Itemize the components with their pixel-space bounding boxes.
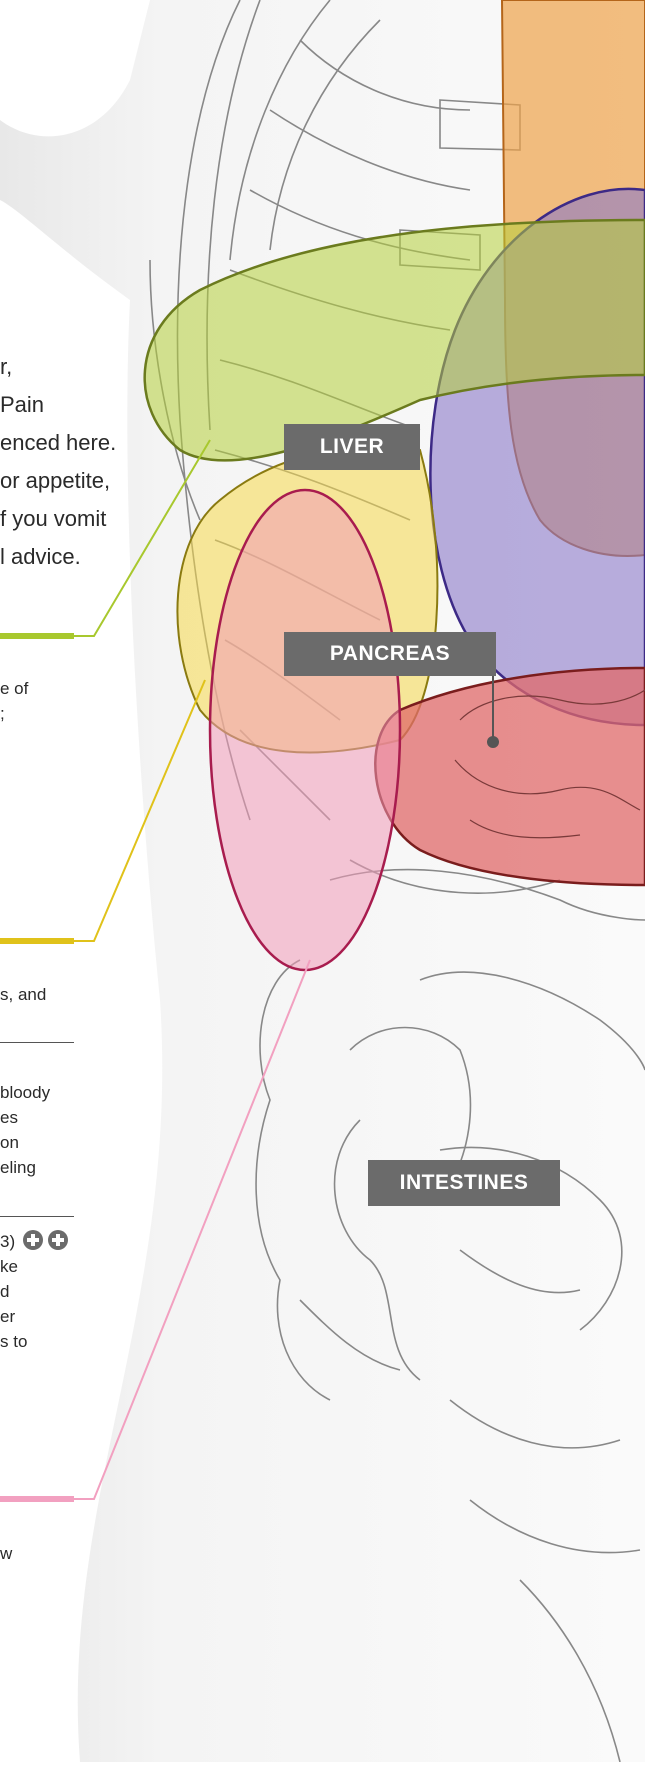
intestines-note-1-line-1: bloody bbox=[0, 1080, 50, 1105]
main-text-line-2: Pain bbox=[0, 386, 44, 424]
intestines-note-2-line-4: er bbox=[0, 1304, 15, 1329]
appendix-region bbox=[210, 490, 400, 970]
pancreas-pointer-dot bbox=[487, 736, 499, 748]
main-text-line-4: or appetite, bbox=[0, 462, 110, 500]
pancreas-label: PANCREAS bbox=[284, 632, 496, 676]
pancreas-note: s, and bbox=[0, 982, 46, 1007]
leader-bar-yellow bbox=[0, 938, 74, 944]
liver-label: LIVER bbox=[284, 424, 420, 470]
intestines-note-1-line-3: on bbox=[0, 1130, 19, 1155]
main-text-line-6: l advice. bbox=[0, 538, 81, 576]
intestines-note-1-line-4: eling bbox=[0, 1155, 36, 1180]
plus-circle-icon bbox=[47, 1229, 69, 1251]
intestines-note-1-line-2: es bbox=[0, 1105, 18, 1130]
liver-note-line-1: e of bbox=[0, 676, 28, 701]
divider-rule-2 bbox=[0, 1216, 74, 1217]
pink-note: w bbox=[0, 1541, 12, 1566]
intestines-label: INTESTINES bbox=[368, 1160, 560, 1206]
intestines-note-2-line-1: 3) bbox=[0, 1229, 15, 1254]
intestines-note-2-line-2: ke bbox=[0, 1254, 18, 1279]
leader-bar-pink bbox=[0, 1496, 74, 1502]
intestines-note-2-line-5: s to bbox=[0, 1329, 27, 1354]
divider-rule-1 bbox=[0, 1042, 74, 1043]
main-text-line-3: enced here. bbox=[0, 424, 116, 462]
plus-icons-group bbox=[22, 1229, 69, 1251]
leader-bar-green bbox=[0, 633, 74, 639]
main-text-line-1: r, bbox=[0, 348, 12, 386]
liver-note-line-2: ; bbox=[0, 701, 5, 726]
intestines-note-2-line-3: d bbox=[0, 1279, 9, 1304]
main-text-line-5: f you vomit bbox=[0, 500, 106, 538]
plus-circle-icon bbox=[22, 1229, 44, 1251]
